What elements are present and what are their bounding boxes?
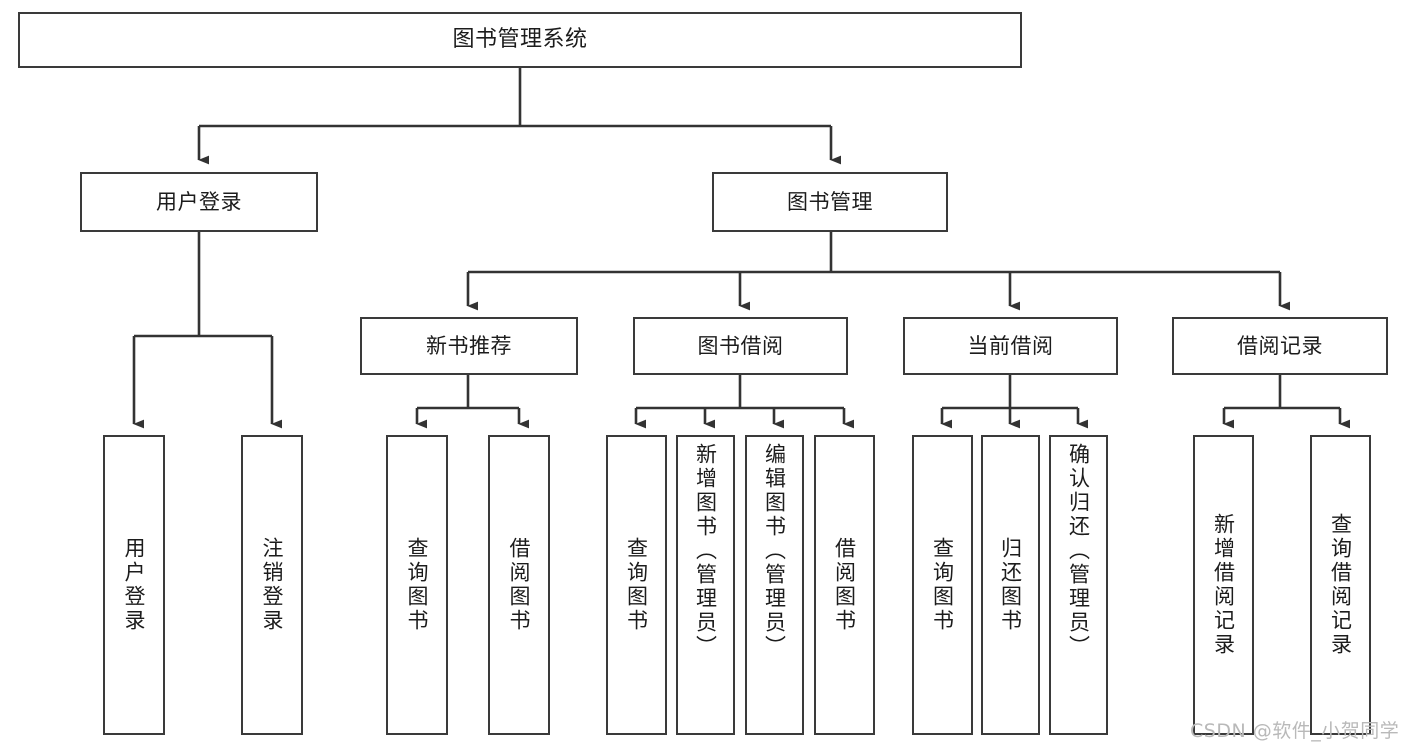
node-label: 借阅图书 (507, 537, 532, 633)
node-book-borrow[interactable]: 图书借阅 (633, 317, 848, 375)
node-label: 用户登录 (122, 537, 147, 633)
node-label: 借阅记录 (1237, 333, 1323, 358)
node-label: 编辑图书（管理员） (762, 443, 787, 659)
node-label: 归还图书 (998, 537, 1023, 633)
leaf-user-login-login[interactable]: 用户登录 (103, 435, 165, 735)
node-new-book-recommend[interactable]: 新书推荐 (360, 317, 578, 375)
node-label: 新增借阅记录 (1211, 513, 1236, 657)
node-user-login[interactable]: 用户登录 (80, 172, 318, 232)
node-label: 查询图书 (405, 537, 430, 633)
leaf-book-borrow-add[interactable]: 新增图书（管理员） (676, 435, 735, 735)
node-label: 新书推荐 (426, 333, 512, 358)
node-label: 确认归还（管理员） (1066, 443, 1091, 659)
node-label: 当前借阅 (967, 333, 1054, 358)
leaf-borrow-record-add[interactable]: 新增借阅记录 (1193, 435, 1254, 735)
leaf-new-book-query[interactable]: 查询图书 (386, 435, 448, 735)
leaf-new-book-borrow[interactable]: 借阅图书 (488, 435, 550, 735)
node-label: 注销登录 (260, 537, 285, 633)
node-label: 借阅图书 (832, 537, 857, 633)
node-current-borrow[interactable]: 当前借阅 (903, 317, 1118, 375)
node-label: 用户登录 (156, 189, 242, 214)
leaf-book-borrow-query[interactable]: 查询图书 (606, 435, 667, 735)
node-label: 图书管理 (787, 189, 873, 214)
leaf-book-borrow-borrow[interactable]: 借阅图书 (814, 435, 875, 735)
csdn-watermark: CSDN @软件_小贺同学 (1190, 720, 1400, 742)
node-borrow-record[interactable]: 借阅记录 (1172, 317, 1388, 375)
leaf-current-borrow-query[interactable]: 查询图书 (912, 435, 973, 735)
node-label: 查询图书 (930, 537, 955, 633)
leaf-current-borrow-return[interactable]: 归还图书 (981, 435, 1040, 735)
node-root-book-management-system[interactable]: 图书管理系统 (18, 12, 1022, 68)
node-label: 图书管理系统 (452, 27, 588, 53)
node-book-management[interactable]: 图书管理 (712, 172, 948, 232)
leaf-current-borrow-confirm-return[interactable]: 确认归还（管理员） (1049, 435, 1108, 735)
leaf-user-login-logout[interactable]: 注销登录 (241, 435, 303, 735)
leaf-borrow-record-query[interactable]: 查询借阅记录 (1310, 435, 1371, 735)
node-label: 新增图书（管理员） (693, 443, 718, 659)
node-label: 查询借阅记录 (1328, 513, 1353, 657)
leaf-book-borrow-edit[interactable]: 编辑图书（管理员） (745, 435, 804, 735)
node-label: 查询图书 (624, 537, 649, 633)
node-label: 图书借阅 (697, 333, 784, 358)
